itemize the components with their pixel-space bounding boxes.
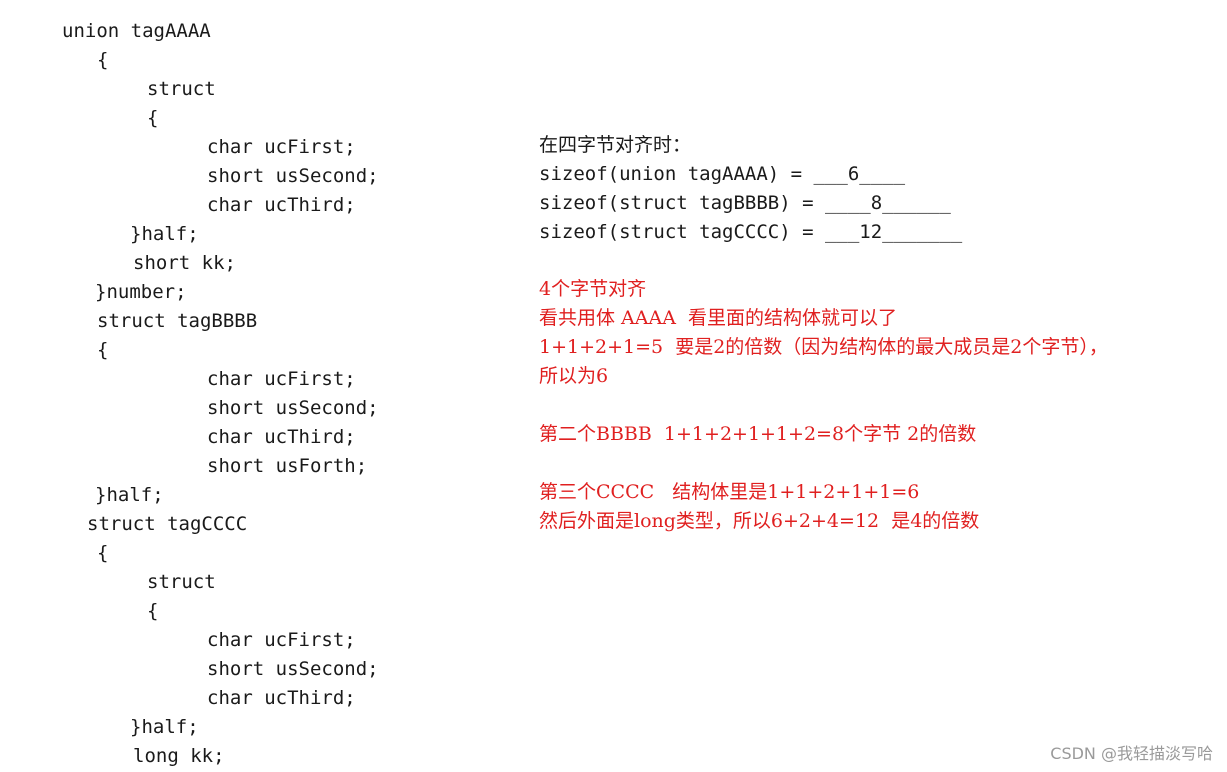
code-line-11: struct tagBBBB (97, 310, 258, 332)
code-line-21: { (147, 600, 159, 622)
code-line-8: }half; (130, 223, 199, 245)
code-line-22: char ucFirst; (207, 629, 356, 651)
code-line-16: short usForth; (207, 455, 368, 477)
code-line-3: struct (147, 78, 216, 100)
code-line-6: short usSecond; (207, 165, 379, 187)
code-line-19: { (97, 542, 109, 564)
note-line-4: 所以为6 (539, 365, 609, 387)
code-line-5: char ucFirst; (207, 136, 356, 158)
code-line-18: struct tagCCCC (87, 513, 248, 535)
code-line-1: union tagAAAA (62, 20, 211, 42)
code-line-9: short kk; (133, 252, 236, 274)
answer-line-struct-bbbb: sizeof(struct tagBBBB) = ____8______ (539, 192, 951, 214)
note-line-1: 4个字节对齐 (539, 278, 647, 300)
note-line-5: 第二个BBBB 1+1+2+1+1+2=8个字节 2的倍数 (539, 423, 977, 445)
code-line-15: char ucThird; (207, 426, 356, 448)
code-line-4: { (147, 107, 159, 129)
code-line-17: }half; (95, 484, 164, 506)
answer-line-union-aaaa: sizeof(union tagAAAA) = ___6____ (539, 163, 906, 185)
code-line-7: char ucThird; (207, 194, 356, 216)
code-line-20: struct (147, 571, 216, 593)
code-line-13: char ucFirst; (207, 368, 356, 390)
answers-heading: 在四字节对齐时： (539, 134, 692, 156)
code-line-25: }half; (130, 716, 199, 738)
code-line-23: short usSecond; (207, 658, 379, 680)
answer-line-struct-cccc: sizeof(struct tagCCCC) = ___12_______ (539, 221, 963, 243)
code-line-14: short usSecond; (207, 397, 379, 419)
code-line-24: char ucThird; (207, 687, 356, 709)
note-line-3: 1+1+2+1=5 要是2的倍数（因为结构体的最大成员是2个字节）， (539, 336, 1108, 358)
csdn-watermark: CSDN @我轻描淡写哈 (1050, 744, 1213, 763)
note-line-7: 然后外面是long类型，所以6+2+4=12 是4的倍数 (539, 510, 980, 532)
note-line-2: 看共用体 AAAA 看里面的结构体就可以了 (539, 307, 898, 329)
code-line-10: }number; (95, 281, 187, 303)
code-line-26: long kk; (133, 745, 225, 767)
code-line-2: { (97, 49, 109, 71)
note-line-6: 第三个CCCC 结构体里是1+1+2+1+1=6 (539, 481, 920, 503)
code-line-12: { (97, 339, 109, 361)
